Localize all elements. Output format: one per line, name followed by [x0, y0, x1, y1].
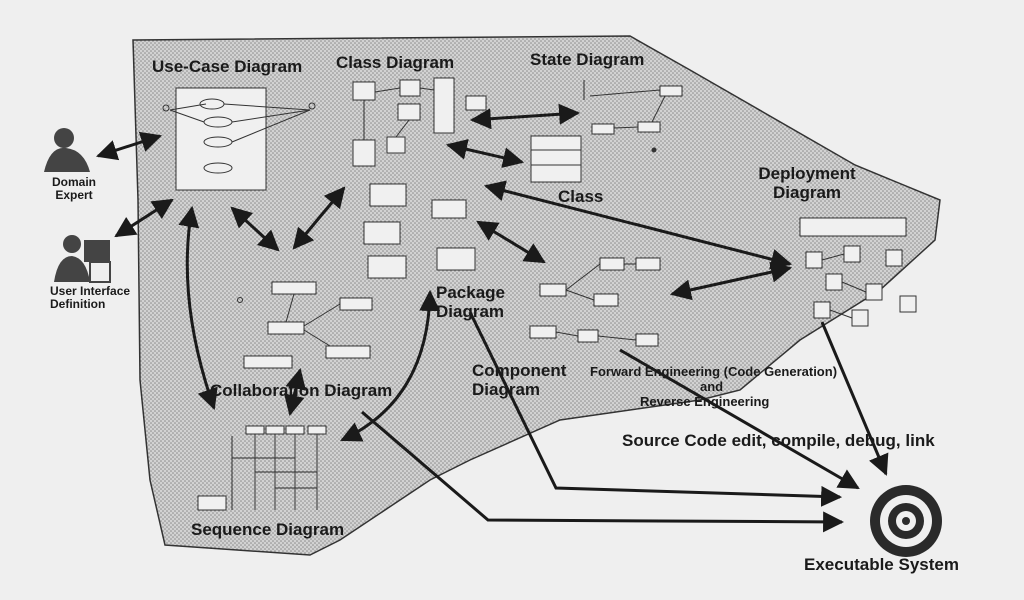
class-diagram-label: Class Diagram	[336, 53, 455, 72]
deployment-diagram-label: Deployment Diagram	[758, 164, 856, 202]
executable-system-target-icon	[870, 485, 942, 557]
class-mini-box	[530, 135, 582, 183]
package-diagram-label: Package Diagram	[436, 283, 505, 321]
arrow-collab-sequence	[283, 367, 307, 417]
collaboration-diagram-label: Collaboration Diagram	[210, 381, 393, 400]
use-case-mini-diagram	[162, 87, 316, 191]
arrow-package-deployment	[483, 180, 793, 270]
deployment-mini-diagram	[799, 217, 917, 327]
sequence-diagram-label: Sequence Diagram	[191, 520, 345, 539]
diagram-region	[132, 35, 941, 556]
arrow-usecase-sequence	[178, 205, 218, 410]
forward-engineering-label: Forward Engineering (Code Generation)	[590, 364, 838, 379]
sequence-mini-diagram	[197, 425, 327, 511]
component-diagram-label: Component Diagram	[472, 361, 567, 399]
package-mini-diagram	[363, 183, 476, 279]
user-interface-definition-label: User Interface Definition	[50, 284, 131, 312]
and-label: and	[700, 379, 724, 394]
reverse-engineering-label: Reverse Engineering	[640, 394, 770, 409]
arrow-package-sequence	[340, 289, 441, 442]
domain-expert-icon	[44, 128, 90, 172]
user-interface-definition-icon	[54, 235, 111, 283]
arrow-usecase-collab	[230, 206, 280, 252]
state-mini-diagram	[583, 80, 683, 153]
class-label: Class	[558, 187, 604, 206]
executable-system-label: Executable System	[804, 555, 959, 574]
source-code-label: Source Code edit, compile, debug, link	[622, 431, 935, 450]
state-diagram-label: State Diagram	[530, 50, 645, 69]
arrow-collab-package	[292, 186, 346, 250]
arrow-domain-usecase	[96, 131, 162, 161]
arrow-classdiag-state	[469, 103, 581, 130]
arrow-ui-usecase	[114, 198, 174, 238]
use-case-diagram-label: Use-Case Diagram	[152, 57, 303, 76]
arrow-forward-engineering-executable	[619, 348, 860, 490]
domain-expert-label: Domain Expert	[51, 175, 96, 203]
arrow-package-executable	[468, 311, 843, 507]
arrow-component-deployment	[669, 261, 793, 301]
arrow-classdiag-class	[445, 138, 525, 169]
arrow-deployment-executable	[820, 321, 889, 476]
arrow-collab-executable	[361, 410, 845, 533]
